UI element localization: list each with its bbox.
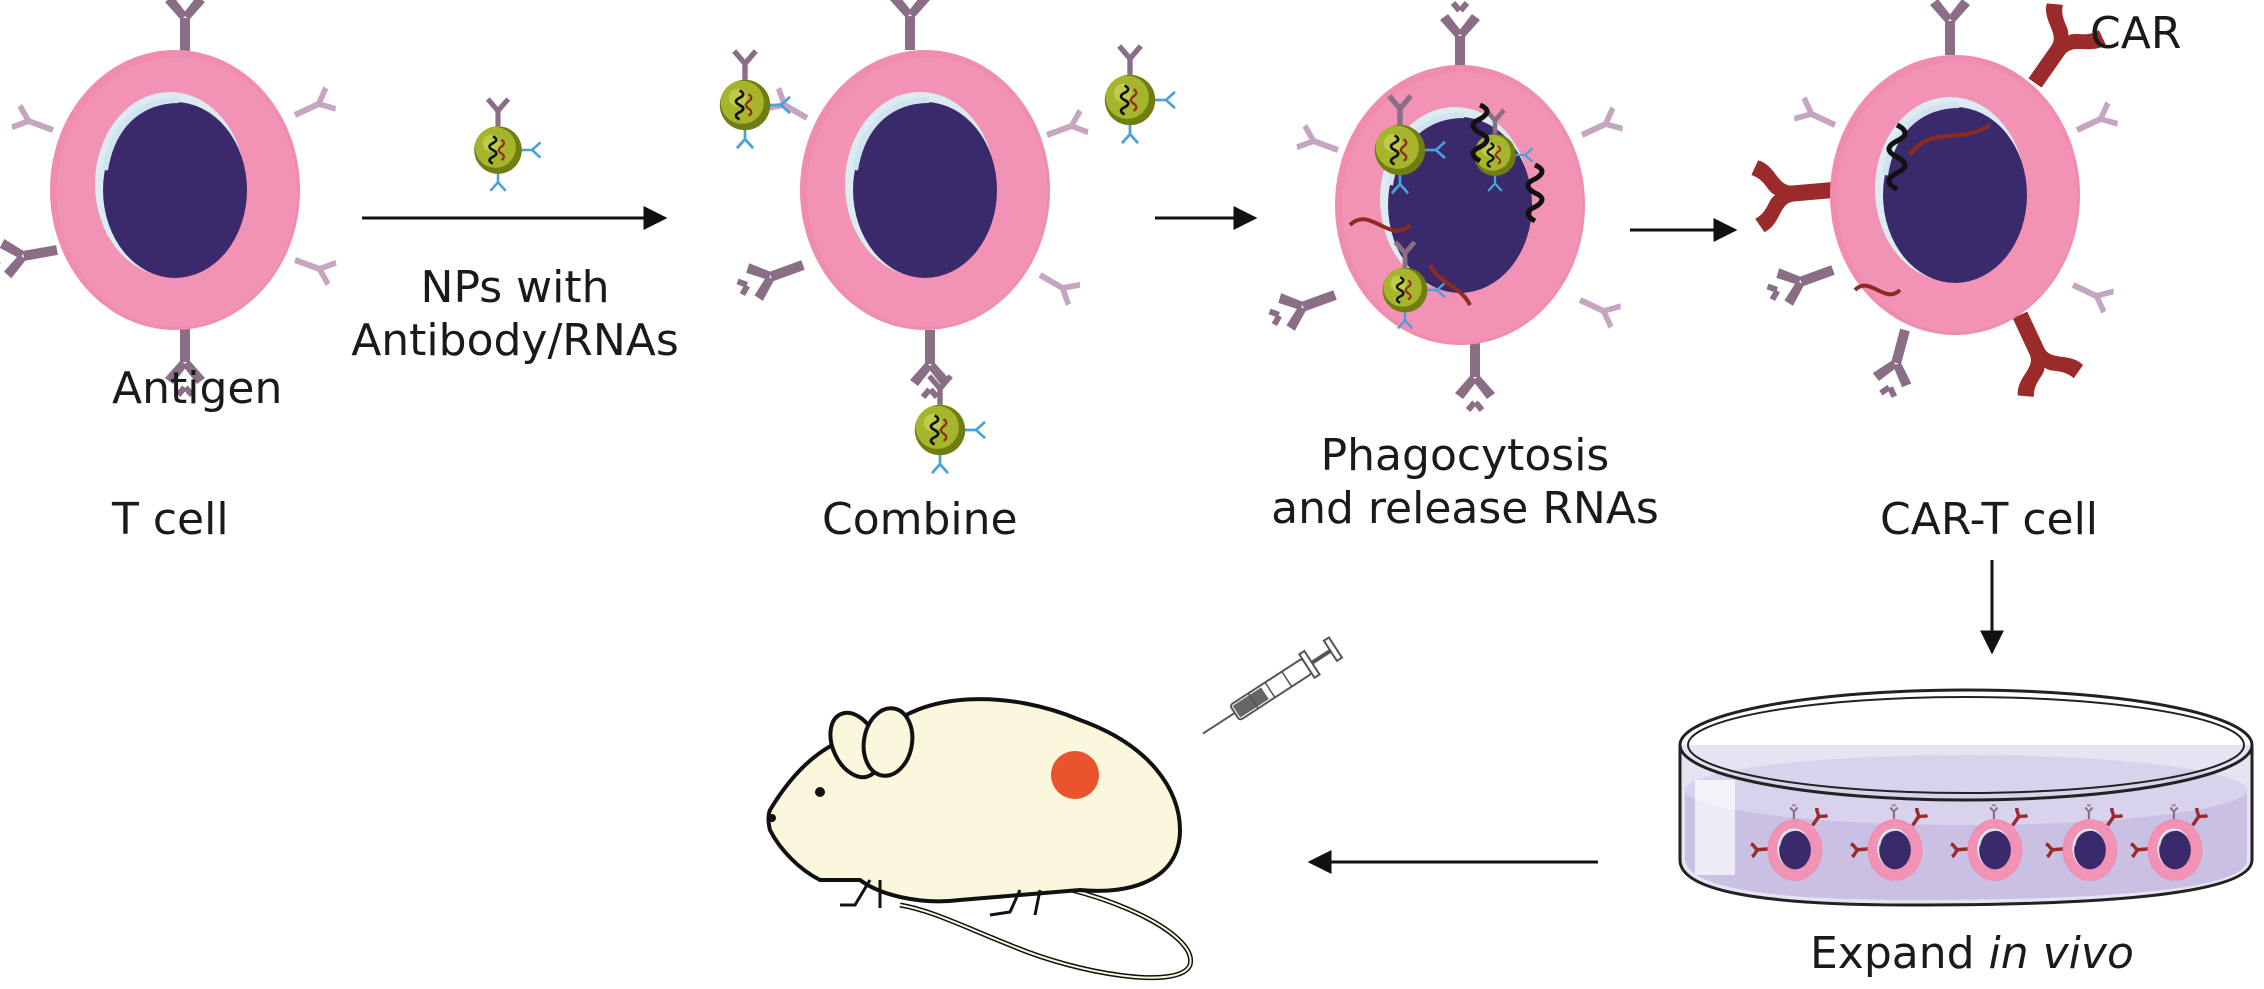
expand-italic: in vivo: [1988, 928, 2134, 979]
combine-cell-icon: [731, 0, 1091, 400]
antigen-label: Antigen: [112, 363, 283, 414]
syringe-icon: [1202, 636, 1344, 735]
combine-label: Combine: [822, 494, 1018, 545]
car-t-cell-label: CAR-T cell: [1880, 494, 2099, 545]
phago-line2: and release RNAs: [1271, 482, 1659, 534]
car-t-cell-icon: [1750, 0, 2121, 403]
nps-line2: Antibody/RNAs: [351, 314, 679, 366]
nanoparticle-icon: [720, 51, 790, 148]
expand-prefix: Expand: [1810, 928, 1989, 979]
phagocytosis-cell-icon: [1263, 0, 1626, 413]
tumor-icon: [1051, 751, 1099, 799]
nanoparticle-icon: [474, 99, 540, 191]
nps-label: NPs with Antibody/RNAs: [350, 262, 680, 368]
t-cell-icon: [0, 0, 339, 398]
expand-label: Expand in vivo: [1810, 928, 2134, 981]
petri-dish-icon: [1678, 688, 2254, 907]
nanoparticle-icon: [1105, 46, 1175, 143]
phagocytosis-label: Phagocytosis and release RNAs: [1270, 430, 1660, 536]
mouse-icon: [766, 697, 1193, 981]
phago-line1: Phagocytosis: [1320, 430, 1610, 481]
t-cell-label: T cell: [112, 494, 229, 545]
nps-line1: NPs with: [420, 262, 610, 313]
car-label: CAR: [2090, 8, 2182, 59]
